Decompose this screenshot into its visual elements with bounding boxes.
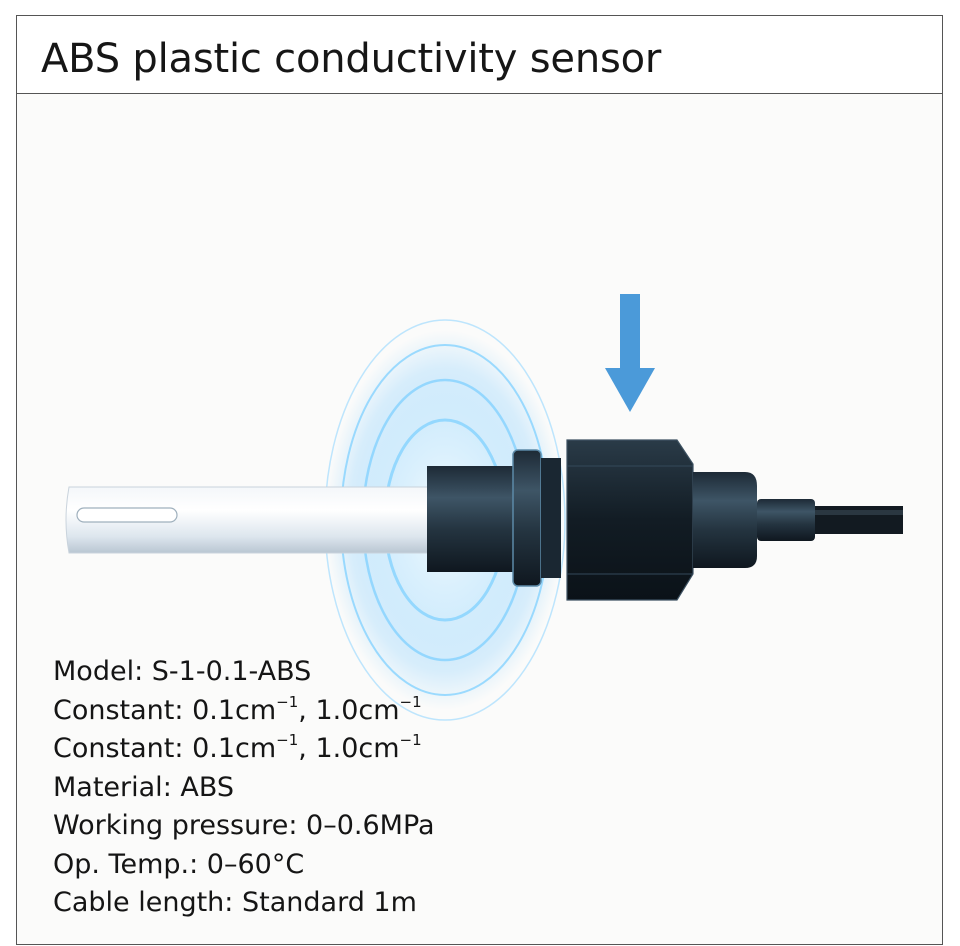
spec-model: Model: S-1-0.1-ABS [53,656,312,687]
spec-constant: Constant: 0.1cm−1, 1.0cm−1 [53,731,422,765]
spec-operating-temperature: Op. Temp.: 0–60°C [53,848,305,880]
spec-working-pressure: Working pressure: 0–0.6MPa [53,810,435,841]
spec-list: Model: S-1-0.1-ABS Constant: 0.1cm−1, 1.… [53,653,435,923]
product-illustration [17,94,942,946]
spec-constant: Constant: 0.1cm−1, 1.0cm−1 [53,692,422,726]
spec-material: Material: ABS [53,771,235,803]
spec-card: ABS plastic conductivity sensor [16,15,943,945]
header: ABS plastic conductivity sensor [17,16,942,94]
page-title: ABS plastic conductivity sensor [41,36,662,82]
down-arrow-icon [605,294,655,412]
spec-cable-length: Cable length: Standard 1m [53,887,417,918]
conductivity-sensor-image [65,294,903,721]
